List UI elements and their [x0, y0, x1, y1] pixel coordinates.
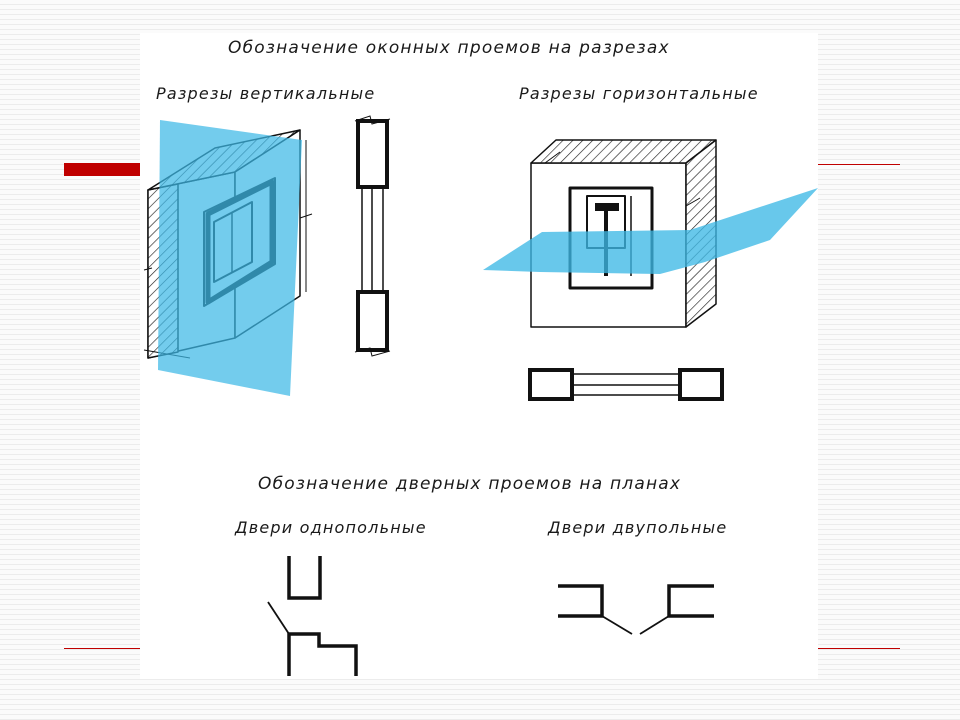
label-single-door: Двери однопольные — [235, 518, 427, 537]
label-vertical-sections: Разрезы вертикальные — [156, 84, 376, 103]
title-doors: Обозначение дверных проемов на планах — [258, 474, 682, 494]
decor-rule-bottom-left — [64, 648, 140, 649]
door-leaf-right — [639, 615, 670, 635]
door-jamb-left — [558, 584, 604, 618]
title-windows: Обозначение оконных проемов на разрезах — [228, 38, 670, 58]
wall-left-block — [528, 368, 574, 401]
double-door-symbol — [558, 584, 714, 635]
door-leaf-left — [601, 615, 633, 635]
label-double-door: Двери двупольные — [548, 518, 728, 537]
wall-lower-block — [356, 290, 389, 352]
window-top-bar-h — [595, 203, 619, 211]
door-jamb-right — [667, 584, 714, 618]
label-horizontal-sections: Разрезы горизонтальные — [519, 84, 759, 103]
door-jamb-upper — [287, 556, 322, 600]
accent-bar — [64, 163, 140, 176]
door-jamb-lower — [287, 632, 358, 676]
horizontal-section-symbol — [528, 368, 724, 401]
decor-rule-top-right — [818, 164, 900, 165]
wall-top-hatch-h — [530, 139, 717, 164]
vertical-section-symbol — [354, 115, 391, 357]
vertical-section-3d — [143, 120, 313, 396]
wall-upper-block — [356, 119, 389, 189]
decor-rule-bottom-right — [818, 648, 900, 649]
single-door-symbol — [267, 556, 358, 676]
door-leaf — [267, 601, 290, 635]
section-plane-vertical — [158, 120, 302, 396]
horizontal-section-3d — [483, 139, 818, 328]
wall-right-block — [678, 368, 724, 401]
section-plane-horizontal — [483, 188, 818, 274]
